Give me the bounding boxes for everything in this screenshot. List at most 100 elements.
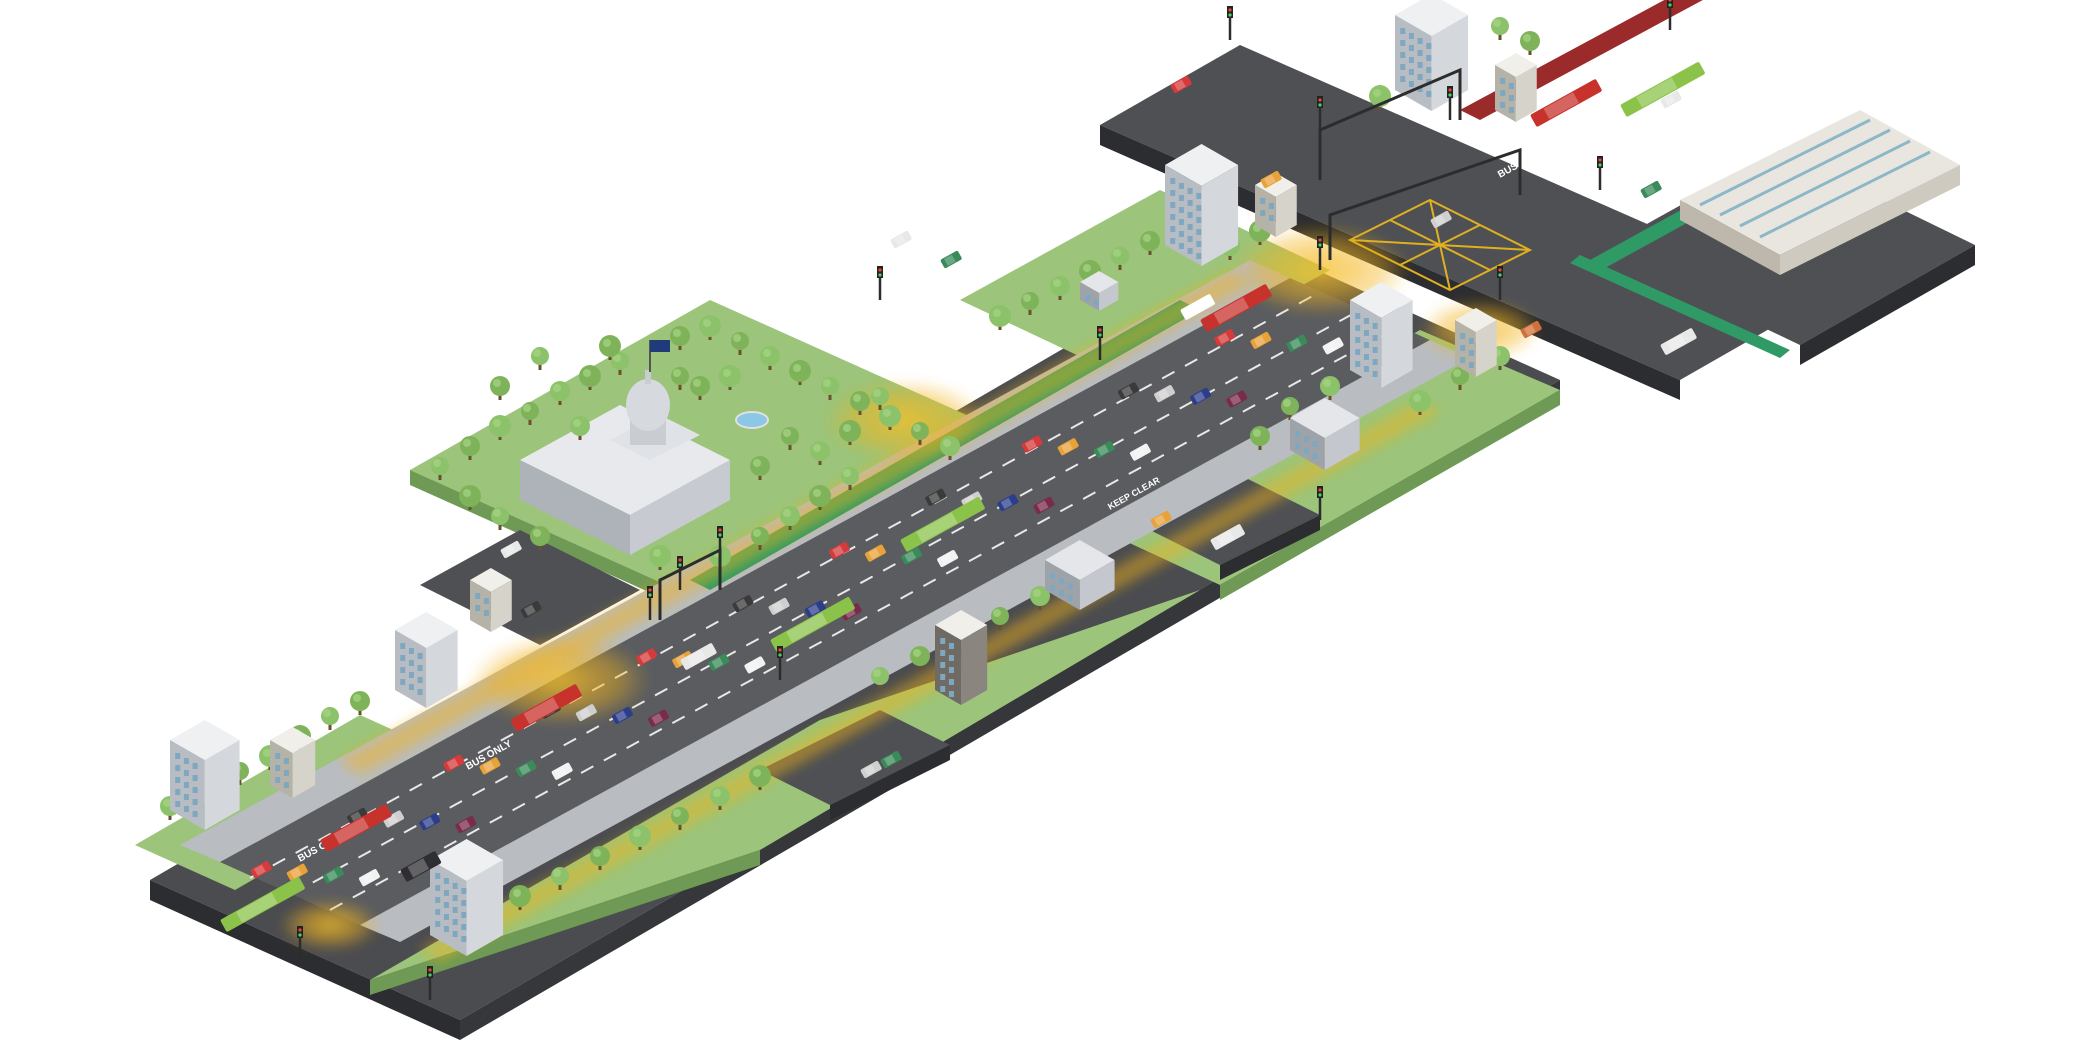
- building-small: [470, 568, 512, 632]
- tree: [911, 422, 929, 445]
- tree: [719, 365, 741, 390]
- car: [419, 813, 441, 831]
- traffic-light-icon: [1497, 266, 1503, 300]
- tram: [770, 597, 855, 652]
- tree: [489, 415, 511, 440]
- tree: [749, 765, 771, 790]
- tree: [821, 377, 839, 400]
- tree: [841, 467, 859, 490]
- gantry: [1328, 147, 1522, 260]
- car: [744, 656, 766, 674]
- tree: [649, 545, 671, 570]
- traffic-light-icon: [1597, 156, 1603, 190]
- tree: [1320, 376, 1340, 400]
- tree: [940, 436, 960, 460]
- car: [901, 547, 922, 565]
- building-apartment: [1165, 144, 1239, 266]
- car: [940, 251, 962, 269]
- car: [520, 601, 542, 619]
- tree: [531, 347, 549, 370]
- car: [804, 600, 826, 618]
- tree: [459, 485, 481, 510]
- car: [479, 757, 501, 775]
- traffic-light-icon: [1667, 0, 1673, 30]
- car: [1170, 76, 1192, 94]
- car: [925, 488, 947, 506]
- car: [708, 653, 730, 671]
- tree: [879, 405, 901, 430]
- truck: [1660, 328, 1697, 355]
- traffic-light-icon: [677, 556, 683, 590]
- south-grass-side: [370, 850, 760, 995]
- car: [1150, 511, 1172, 529]
- south-cross-slab-side: [830, 745, 950, 820]
- tree: [321, 707, 339, 730]
- sidewalk-south: [360, 340, 1470, 942]
- tree: [1250, 426, 1270, 450]
- car: [1286, 334, 1308, 352]
- car: [732, 595, 754, 613]
- car: [322, 866, 344, 884]
- car: [1033, 496, 1055, 514]
- tree: [611, 352, 629, 375]
- building-low: [1045, 540, 1115, 610]
- tree: [871, 667, 889, 690]
- car: [1129, 443, 1151, 461]
- tree: [579, 365, 601, 390]
- tree: [1281, 397, 1299, 420]
- car: [1057, 438, 1079, 456]
- car: [864, 544, 886, 562]
- car: [1190, 387, 1212, 405]
- tram: [900, 497, 985, 552]
- tree: [671, 807, 689, 830]
- car: [358, 869, 380, 887]
- car: [1260, 171, 1282, 189]
- tree: [1021, 292, 1039, 315]
- tree: [760, 346, 780, 370]
- tree: [989, 305, 1011, 330]
- tree: [1050, 276, 1070, 300]
- tree: [550, 381, 570, 405]
- car: [1093, 440, 1115, 458]
- traffic-light-icon: [647, 586, 653, 620]
- car: [880, 751, 902, 769]
- flag-icon: [650, 340, 670, 352]
- tree: [839, 420, 861, 445]
- tree: [850, 391, 870, 415]
- tree: [750, 456, 770, 480]
- south-cross-slab: [760, 710, 950, 805]
- tree: [671, 367, 689, 390]
- truck: [400, 851, 442, 882]
- lane-markings: [249, 291, 1401, 911]
- car: [500, 541, 522, 559]
- north-intersection-slab: [1100, 45, 1820, 380]
- tree: [599, 335, 621, 360]
- bus: [510, 684, 582, 732]
- traffic-light-icon: [877, 266, 883, 300]
- bus: [320, 804, 392, 852]
- car: [1250, 331, 1272, 349]
- parking-garage: [1680, 110, 1960, 275]
- car: [1214, 329, 1236, 347]
- tree: [490, 376, 510, 400]
- tree: [460, 436, 480, 460]
- traffic-light-icon: [1447, 86, 1453, 120]
- east-cross-slab-side: [1220, 515, 1320, 580]
- tree: [1451, 367, 1469, 390]
- car: [1226, 390, 1248, 408]
- car: [1117, 382, 1139, 400]
- tree: [1520, 31, 1540, 55]
- tree: [1140, 231, 1160, 255]
- building-apartment: [430, 839, 504, 956]
- tree: [910, 646, 930, 670]
- tree: [699, 315, 721, 340]
- truck: [680, 643, 717, 670]
- tree: [809, 485, 831, 510]
- tree: [871, 387, 889, 410]
- car: [648, 709, 669, 727]
- car: [455, 815, 477, 833]
- tree: [491, 507, 509, 530]
- tree: [590, 846, 610, 870]
- car: [1640, 181, 1662, 199]
- car: [1660, 91, 1682, 109]
